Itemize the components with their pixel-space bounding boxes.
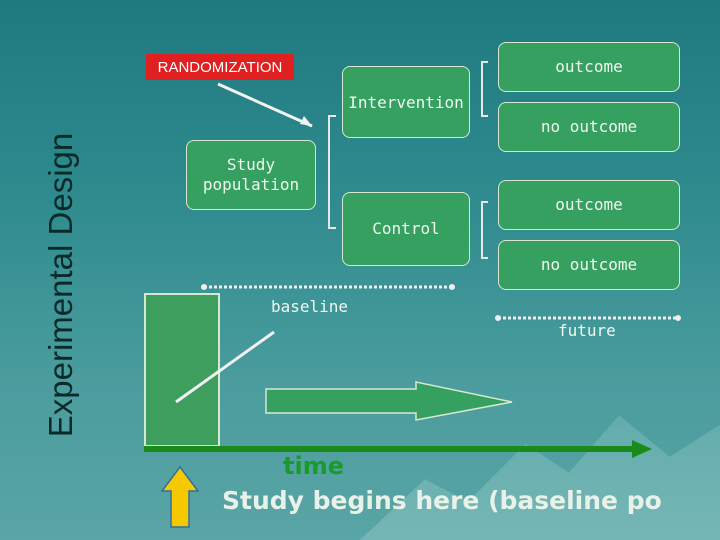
intervention-label: Intervention [348,93,464,112]
time-label: time [283,452,344,480]
baseline-label: baseline [271,297,349,316]
study-begins-text: Study begins here (baseline po [222,486,662,515]
intervention-box: Intervention [342,66,470,138]
outcome-box-2: outcome [498,180,680,230]
baseline-box [144,293,220,447]
baseline-dot-end [449,284,455,290]
future-dot-start [495,315,501,321]
follow-up-arrow [265,381,513,421]
future-label: future [558,321,616,340]
bracket-intervention [481,61,488,117]
control-label: Control [372,219,440,238]
baseline-pointer [175,330,275,404]
baseline-dot-start [201,284,207,290]
no-outcome-box-2: no outcome [498,240,680,290]
outcome-box-1: outcome [498,42,680,92]
bracket-control [481,201,488,259]
randomization-pointer-head [300,116,312,126]
randomization-label: RANDOMIZATION [146,54,294,80]
bracket-population [328,115,336,229]
study-population-box: Study population [186,140,316,210]
no-outcome-box-1: no outcome [498,102,680,152]
randomization-pointer [217,82,313,128]
future-dot-end [675,315,681,321]
up-arrow-icon [160,465,200,528]
time-axis-head [632,440,652,458]
control-box: Control [342,192,470,266]
